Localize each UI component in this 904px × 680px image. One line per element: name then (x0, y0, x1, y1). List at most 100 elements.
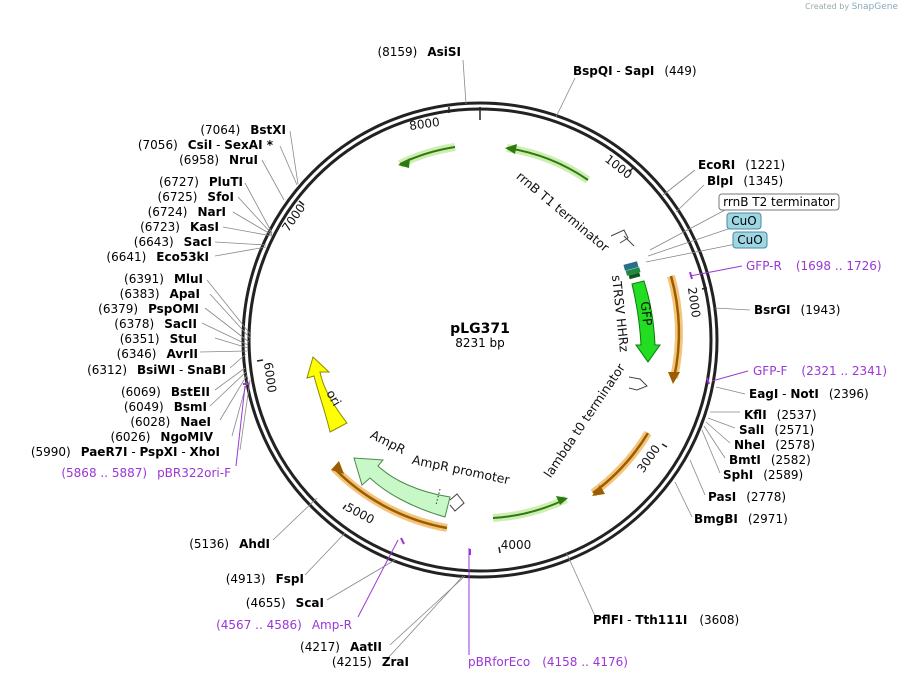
svg-text:(6958)NruI: (6958)NruI (179, 153, 258, 167)
feature-strsv-label: sTRSV HHRz (609, 274, 632, 353)
svg-text:BmtI(2582): BmtI(2582) (729, 453, 811, 467)
tick-6000: 6000 (261, 361, 279, 393)
site-label-asisi: (8159)AsiSI (377, 45, 461, 59)
label-rrnb-t2-terminator: rrnB T2 terminator (718, 193, 840, 211)
site-label-pluti: (6727)PluTI (159, 175, 243, 189)
feature-ampr-promoter-label: AmpR promoter (411, 452, 512, 488)
primer-label-gfp-r: GFP-R(1698 .. 1726) (746, 259, 882, 273)
site-label-pspomi: (6379)PspOMI (98, 302, 199, 316)
tick-4000: 4000 (501, 538, 532, 552)
site-label-naei: (6028)NaeI (130, 415, 211, 429)
svg-text:SphI(2589): SphI(2589) (723, 468, 803, 482)
svg-text:KflI(2537): KflI(2537) (744, 408, 817, 422)
svg-text:(6026)NgoMIV: (6026)NgoMIV (111, 430, 214, 444)
svg-text:(6028)NaeI: (6028)NaeI (130, 415, 211, 429)
feature-ampr-arrow (353, 457, 451, 518)
site-label-saci: (6643)SacI (134, 235, 212, 249)
svg-text:GFP-R(1698 .. 1726): GFP-R(1698 .. 1726) (746, 259, 882, 273)
orange-arrowhead-left (331, 461, 344, 474)
site-label-stui: (6351)StuI (120, 332, 197, 346)
svg-text:(6049)BsmI: (6049)BsmI (124, 400, 207, 414)
site-label-sali: SalI(2571) (739, 423, 814, 437)
tick-5000: 5000 (343, 500, 377, 527)
svg-text:EcoRI(1221): EcoRI(1221) (698, 158, 785, 172)
backbone-outer (241, 101, 719, 579)
svg-text:(5990)PaeR7I - PspXI - XhoI: (5990)PaeR7I - PspXI - XhoI (31, 445, 220, 459)
feature-ampr-label: AmpR (368, 427, 408, 457)
svg-text:(6641)Eco53kI: (6641)Eco53kI (106, 250, 209, 264)
svg-text:BlpI(1345): BlpI(1345) (707, 174, 783, 188)
site-label-mlui: (6391)MluI (124, 272, 203, 286)
svg-text:(4567 .. 4586)Amp-R: (4567 .. 4586)Amp-R (216, 618, 352, 632)
svg-text:PflFI - Tth111I(3608): PflFI - Tth111I(3608) (593, 613, 739, 627)
site-label-scai: (4655)ScaI (246, 596, 324, 610)
site-leader-lines (199, 59, 751, 659)
site-label-bsteii: (6069)BstEII (121, 385, 210, 399)
primer-label-pbr322ori-f: (5868 .. 5887)pBR322ori-F (61, 466, 231, 480)
strsv-block (628, 272, 641, 280)
svg-text:(6383)ApaI: (6383)ApaI (120, 287, 200, 301)
site-label-sfoi: (6725)SfoI (158, 190, 234, 204)
site-label-kfli: KflI(2537) (744, 408, 817, 422)
svg-text:CuO: CuO (737, 233, 762, 247)
svg-text:(6391)MluI: (6391)MluI (124, 272, 203, 286)
svg-text:BmgBI(2971): BmgBI(2971) (694, 512, 788, 526)
site-label-bsmi: (6049)BsmI (124, 400, 207, 414)
svg-text:BspQI - SapI(449): BspQI - SapI(449) (573, 64, 697, 78)
svg-text:rrnB T2 terminator: rrnB T2 terminator (723, 195, 835, 209)
orange-arc-left-core (333, 467, 448, 530)
svg-text:EagI - NotI(2396): EagI - NotI(2396) (749, 387, 869, 401)
scale-ticks (256, 107, 708, 554)
feature-gfp-arrow (631, 280, 661, 363)
orange-arc-right-core (669, 275, 681, 379)
green-arrowhead-top-right (505, 144, 517, 154)
site-label-sphi: SphI(2589) (723, 468, 803, 482)
svg-text:(4913)FspI: (4913)FspI (226, 572, 304, 586)
green-arc-bottom (492, 495, 568, 522)
site-label-pflfi-tth111i: PflFI - Tth111I(3608) (593, 613, 739, 627)
snapgene-logo: SnapGene (851, 2, 898, 12)
site-label-eco53ki: (6641)Eco53kI (106, 250, 209, 264)
primer-label-amp-r: (4567 .. 4586)Amp-R (216, 618, 352, 632)
svg-text:(4217)AatII: (4217)AatII (300, 640, 382, 654)
site-label-bsrgi: BsrGI(1943) (754, 303, 840, 317)
primer-binding-marks (243, 271, 710, 555)
svg-text:(4215)ZraI: (4215)ZraI (332, 655, 409, 669)
site-label-ahdi: (5136)AhdI (189, 537, 270, 551)
site-label-bsiwi-snabi: (6312)BsiWI - SnaBI (87, 363, 226, 377)
svg-text:(6378)SacII: (6378)SacII (114, 317, 197, 331)
site-label-nhei: NheI(2578) (734, 438, 815, 452)
site-label-fspi: (4913)FspI (226, 572, 304, 586)
site-label-bmti: BmtI(2582) (729, 453, 811, 467)
svg-text:(8159)AsiSI: (8159)AsiSI (377, 45, 461, 59)
site-label-zrai: (4215)ZraI (332, 655, 409, 669)
plasmid-length: 8231 bp (455, 336, 505, 350)
orange-arrowhead-lower (592, 485, 605, 496)
tick-2000: 2000 (685, 286, 703, 318)
svg-text:(5868 .. 5887)pBR322ori-F: (5868 .. 5887)pBR322ori-F (61, 466, 231, 480)
rrnb-t1-terminator-glyph (610, 229, 635, 247)
svg-text:(6723)KasI: (6723)KasI (140, 220, 219, 234)
lambda-t0-terminator-glyph (628, 376, 648, 391)
site-label-ecori: EcoRI(1221) (698, 158, 785, 172)
cuo-block-1 (623, 261, 639, 271)
snapgene-credit: Created by SnapGene (805, 2, 898, 12)
feature-ori-arrow (306, 356, 348, 433)
feature-lambda-t0-label: lambda t0 terminator (541, 360, 629, 480)
site-label-nrui: (6958)NruI (179, 153, 258, 167)
site-label-ngomiv: (6026)NgoMIV (111, 430, 214, 444)
green-arrowhead-bottom (556, 496, 568, 505)
green-arrowhead-top-left (398, 158, 410, 168)
site-label-kasi: (6723)KasI (140, 220, 219, 234)
svg-text:NheI(2578): NheI(2578) (734, 438, 815, 452)
svg-text:(7064)BstXI: (7064)BstXI (200, 123, 286, 137)
site-label-blpi: BlpI(1345) (707, 174, 783, 188)
primer-label-pbrforeco: pBRforEco(4158 .. 4176) (468, 655, 628, 669)
site-label-nari: (6724)NarI (148, 205, 226, 219)
svg-text:(6727)PluTI: (6727)PluTI (159, 175, 243, 189)
svg-text:PasI(2778): PasI(2778) (708, 490, 786, 504)
site-label-aatii: (4217)AatII (300, 640, 382, 654)
svg-text:SalI(2571): SalI(2571) (739, 423, 814, 437)
svg-text:CuO: CuO (731, 214, 756, 228)
svg-text:pBRforEco(4158 .. 4176): pBRforEco(4158 .. 4176) (468, 655, 628, 669)
